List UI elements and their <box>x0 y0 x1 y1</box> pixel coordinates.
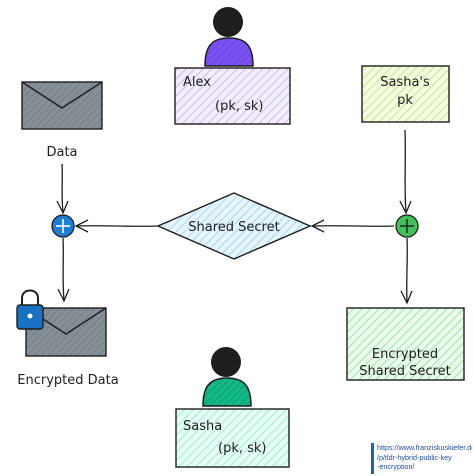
arrow-secret-to-encrypt <box>74 219 159 233</box>
encrypted-data-label: Encrypted Data <box>17 373 118 388</box>
sasha-name: Sasha <box>183 419 222 434</box>
credit-line-2: /p/tldr-hybrid-public-key <box>377 452 452 462</box>
sasha-person-icon <box>202 347 252 407</box>
sasha-pk-card: Sasha's pk <box>361 65 450 123</box>
credit-line-1: https://www.franziskuskiefer.de <box>377 443 472 452</box>
sasha-keys: (pk, sk) <box>218 441 267 456</box>
lock-icon <box>16 289 44 330</box>
arrow-seal-to-encrypted-secret <box>400 237 413 305</box>
encrypted-secret-line2: Shared Secret <box>359 364 450 379</box>
sasha-pk-line1: Sasha's <box>380 75 430 90</box>
data-label: Data <box>46 145 77 160</box>
data-envelope-icon <box>21 81 103 130</box>
alex-keys: (pk, sk) <box>215 99 264 114</box>
arrow-data-to-encrypt <box>56 163 69 215</box>
arrow-pk-to-seal <box>399 129 412 215</box>
sasha-pk-line2: pk <box>397 93 413 108</box>
shared-secret-diamond: Shared Secret <box>156 192 312 260</box>
seal-operator-icon <box>395 214 419 238</box>
encrypted-secret-line1: Encrypted <box>372 347 438 362</box>
arrow-seal-to-secret <box>310 219 395 233</box>
arrow-encrypt-to-encrypted-data <box>57 237 70 303</box>
encrypt-operator-icon <box>51 214 75 238</box>
source-credit[interactable]: https://www.franziskuskiefer.de /p/tldr-… <box>371 443 472 474</box>
alex-card: Alex (pk, sk) <box>174 67 291 125</box>
shared-secret-label: Shared Secret <box>188 220 279 235</box>
alex-person-icon <box>204 7 254 67</box>
alex-name: Alex <box>183 75 211 90</box>
encrypted-shared-secret-card: Encrypted Shared Secret <box>346 307 465 381</box>
credit-line-3: -encryption/ <box>377 462 415 472</box>
sasha-card: Sasha (pk, sk) <box>175 408 290 468</box>
